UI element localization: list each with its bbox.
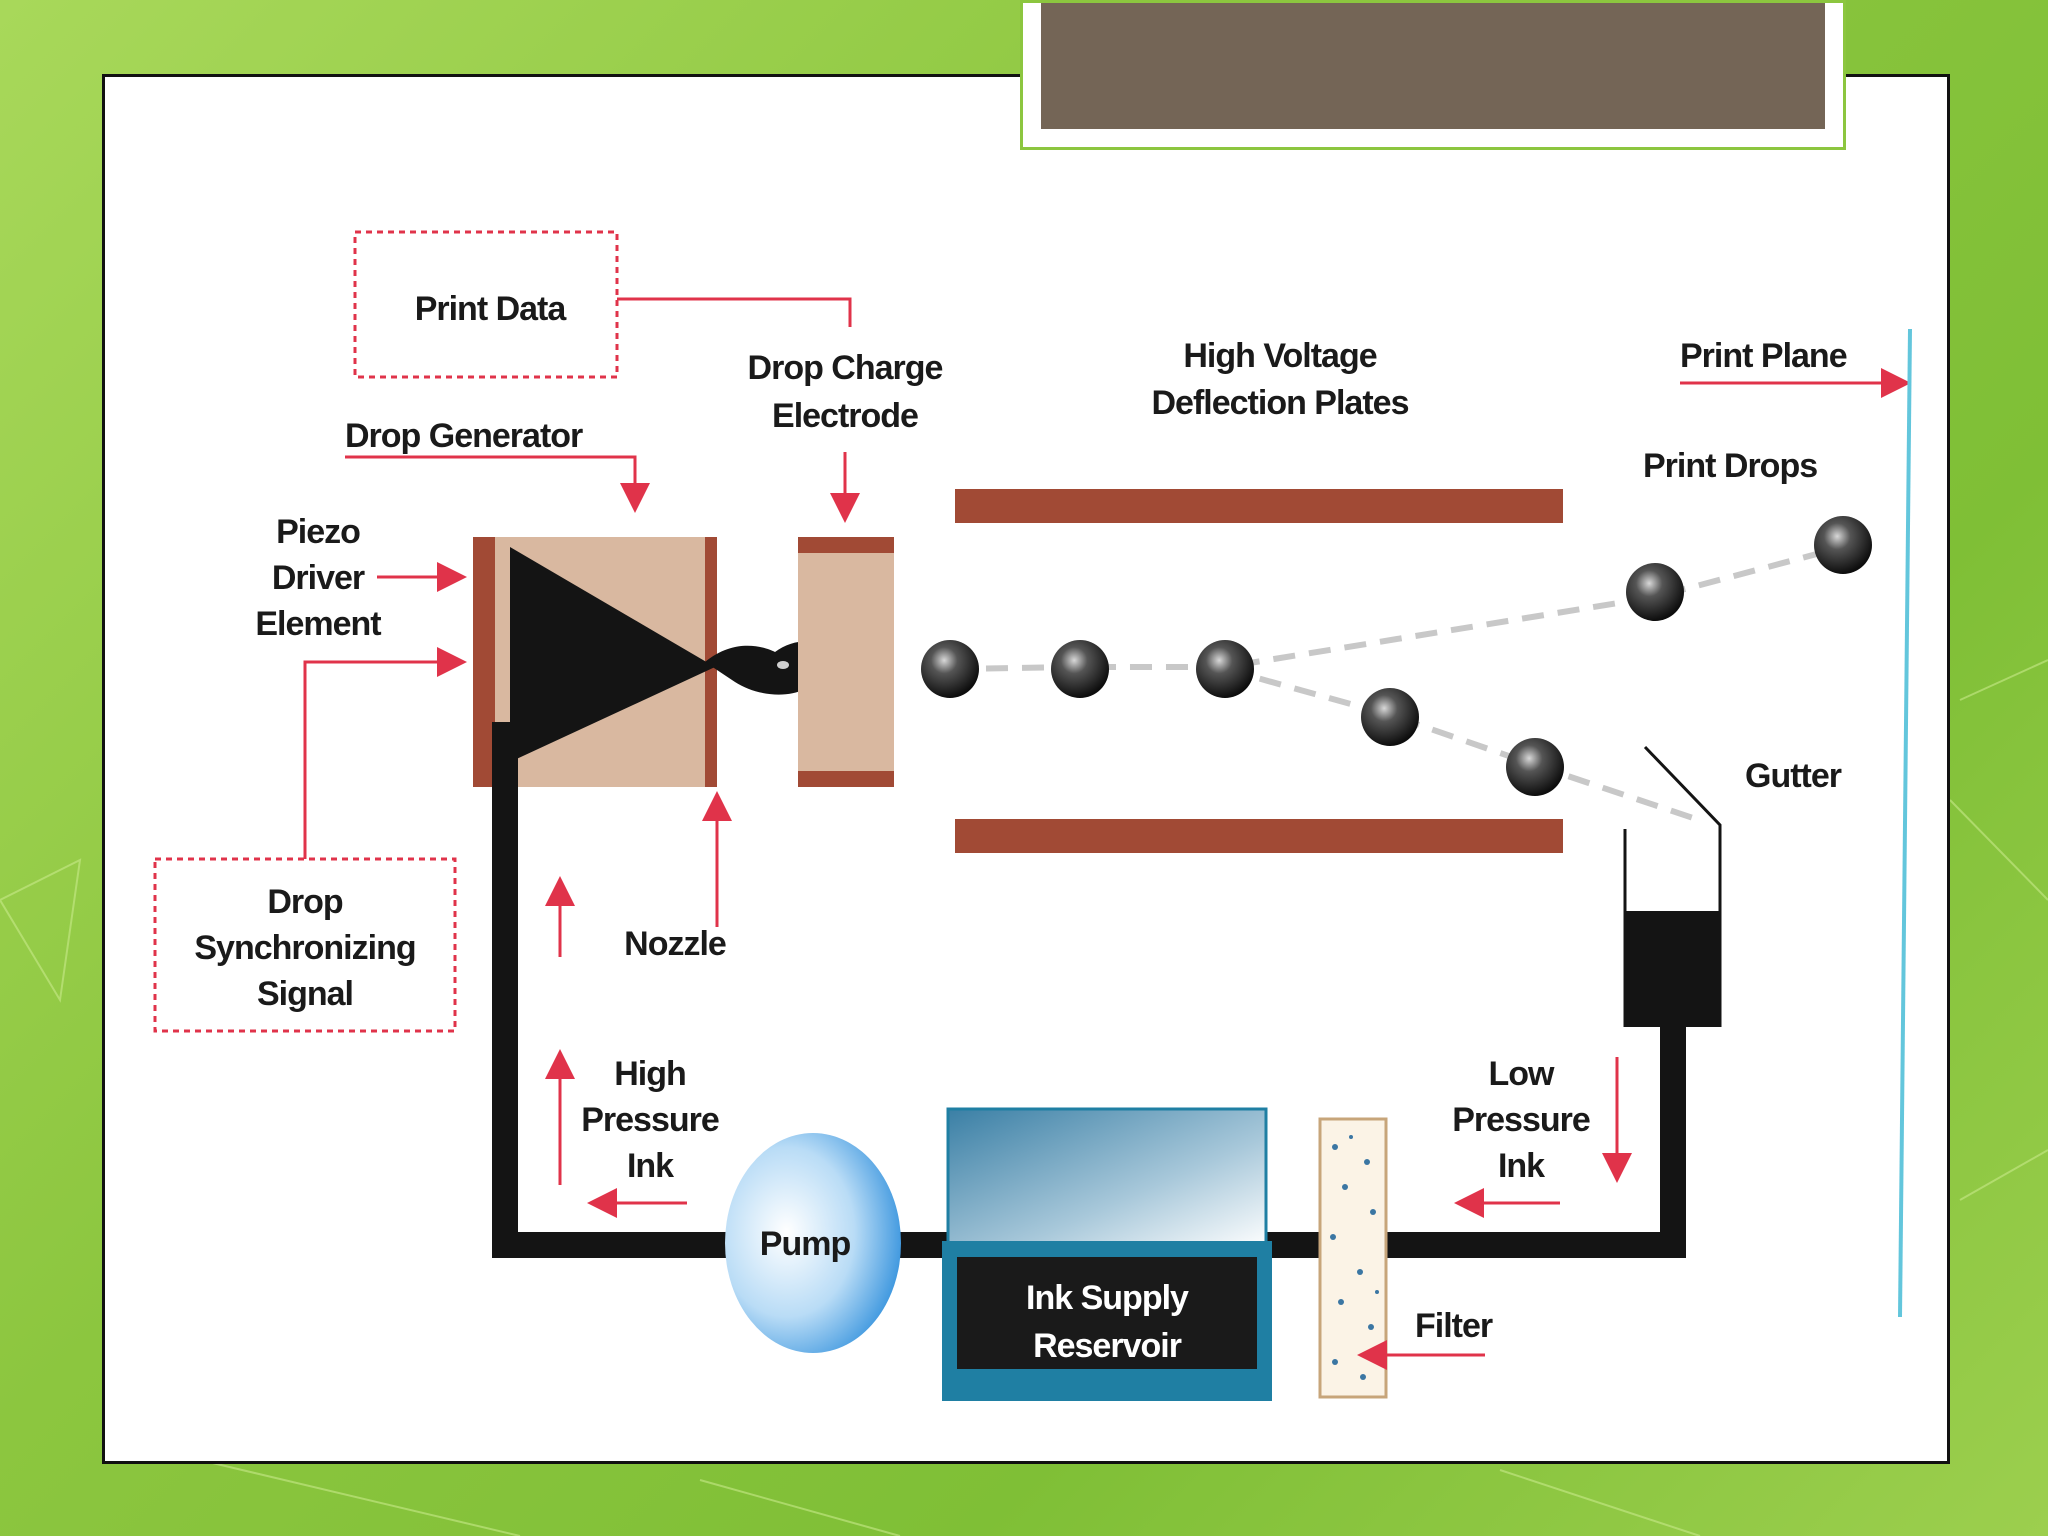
drop-generator-arrow: [345, 455, 650, 513]
print-drop: [1626, 563, 1684, 621]
jet-highlight-2: [777, 661, 789, 669]
slide-title-box: [1020, 0, 1846, 150]
reservoir-tank-top: [946, 1107, 1268, 1251]
gutter-ink-reservoir: [1625, 911, 1720, 1027]
upper-trajectory: [949, 544, 1844, 672]
slide-title-placeholder: [1041, 3, 1825, 129]
plates-label-line1: High Voltage: [1183, 337, 1376, 375]
print-data-box: [353, 230, 619, 379]
piezo-label-line1: Piezo: [276, 513, 360, 551]
print-plane-line: [1898, 328, 1912, 1318]
plates-label-line2: Deflection Plates: [1152, 384, 1409, 422]
drop-generator-label: Drop Generator: [345, 417, 583, 455]
high-pressure-line1: High: [614, 1055, 686, 1093]
ink-chamber: [510, 547, 715, 762]
print-plane-label: Print Plane: [1680, 337, 1847, 375]
reservoir-label-line1: Ink Supply: [1026, 1279, 1189, 1317]
sync-label-line1: Drop: [267, 883, 343, 921]
electrode-label-line2: Electrode: [772, 397, 918, 435]
charge-electrode: [798, 537, 894, 787]
filter-particles: [1330, 1135, 1379, 1380]
inkjet-diagram: Print Data Drop Generator Drop Charge El…: [153, 230, 1912, 1401]
upper-deflection-plate: [955, 489, 1563, 523]
piezo-label-line3: Element: [255, 605, 381, 643]
high-pressure-line3: Ink: [627, 1147, 674, 1185]
low-pressure-line1: Low: [1489, 1055, 1556, 1093]
piezo-element: [473, 537, 495, 787]
lower-trajectory: [1224, 666, 1706, 825]
reservoir-label-line2: Reservoir: [1033, 1327, 1182, 1365]
low-pressure-line3: Ink: [1498, 1147, 1545, 1185]
ink-drop: [1051, 640, 1109, 698]
filter-label: Filter: [1415, 1307, 1493, 1345]
pump: [725, 1133, 901, 1353]
print-drops-label: Print Drops: [1643, 447, 1817, 485]
ink-drop: [1361, 688, 1419, 746]
sync-label-line3: Signal: [257, 975, 353, 1013]
pump-label: Pump: [760, 1225, 851, 1263]
gutter-label: Gutter: [1745, 757, 1842, 795]
piezo-label-line2: Driver: [272, 559, 365, 597]
low-pressure-line2: Pressure: [1452, 1101, 1590, 1139]
sync-signal-arrow: [303, 647, 467, 859]
slide-content-card: Print Data Drop Generator Drop Charge El…: [102, 74, 1950, 1464]
sync-signal-box: [153, 857, 457, 1033]
print-data-label: Print Data: [415, 290, 568, 328]
lower-deflection-plate: [955, 819, 1563, 853]
sync-label-line2: Synchronizing: [194, 929, 415, 967]
electrode-bottom-bar: [798, 771, 894, 787]
ink-drop: [921, 640, 979, 698]
ink-drop: [1196, 640, 1254, 698]
electrode-label-line1: Drop Charge: [748, 349, 943, 387]
nozzle-label: Nozzle: [624, 925, 726, 963]
reservoir-label-panel: [957, 1257, 1257, 1369]
ink-drop: [1506, 738, 1564, 796]
electrode-top-bar: [798, 537, 894, 553]
print-data-connector: [617, 297, 852, 327]
print-drop: [1814, 516, 1872, 574]
high-pressure-line2: Pressure: [581, 1101, 719, 1139]
